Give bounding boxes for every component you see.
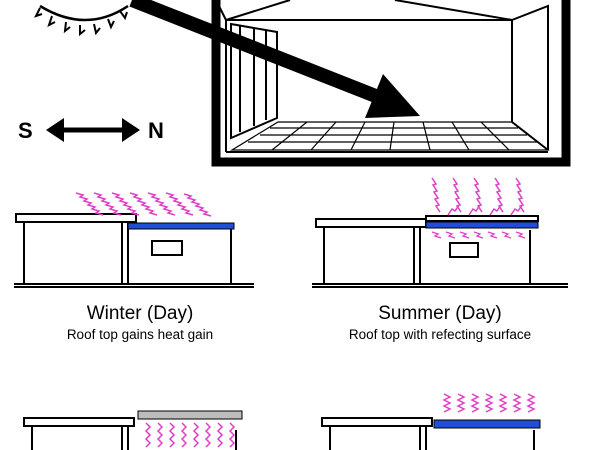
heat-rays [75,192,212,217]
compass-north-label: N [148,118,164,143]
compass-arrow [46,118,140,142]
sun-icon [34,4,129,37]
roof [127,222,235,230]
panel-bottom-left [23,410,243,450]
panel-winter-day [14,192,254,288]
roof [137,410,243,420]
house-section [211,0,571,167]
roof [433,419,541,429]
panel-title-summer: Summer (Day) [378,303,502,324]
reflected-heat-rays [447,204,523,216]
window [230,22,278,140]
floor-grid [229,121,550,151]
building [312,215,568,288]
roof [425,221,539,229]
sun-ray-arrow [129,0,420,118]
panel-caption-summer: Roof top with refecting surface [348,327,532,342]
heat-rays [144,422,236,448]
panel-summer-day [312,177,568,288]
indoor-heat-rays [431,231,526,239]
heat-rays [442,393,536,413]
panel-title-winter: Winter (Day) [86,303,194,324]
building [14,213,254,288]
building [23,417,237,450]
compass-south-label: S [18,118,33,143]
panel-bottom-right [321,393,541,450]
panel-caption-winter: Roof top gains heat gain [66,327,214,342]
building [321,417,535,450]
